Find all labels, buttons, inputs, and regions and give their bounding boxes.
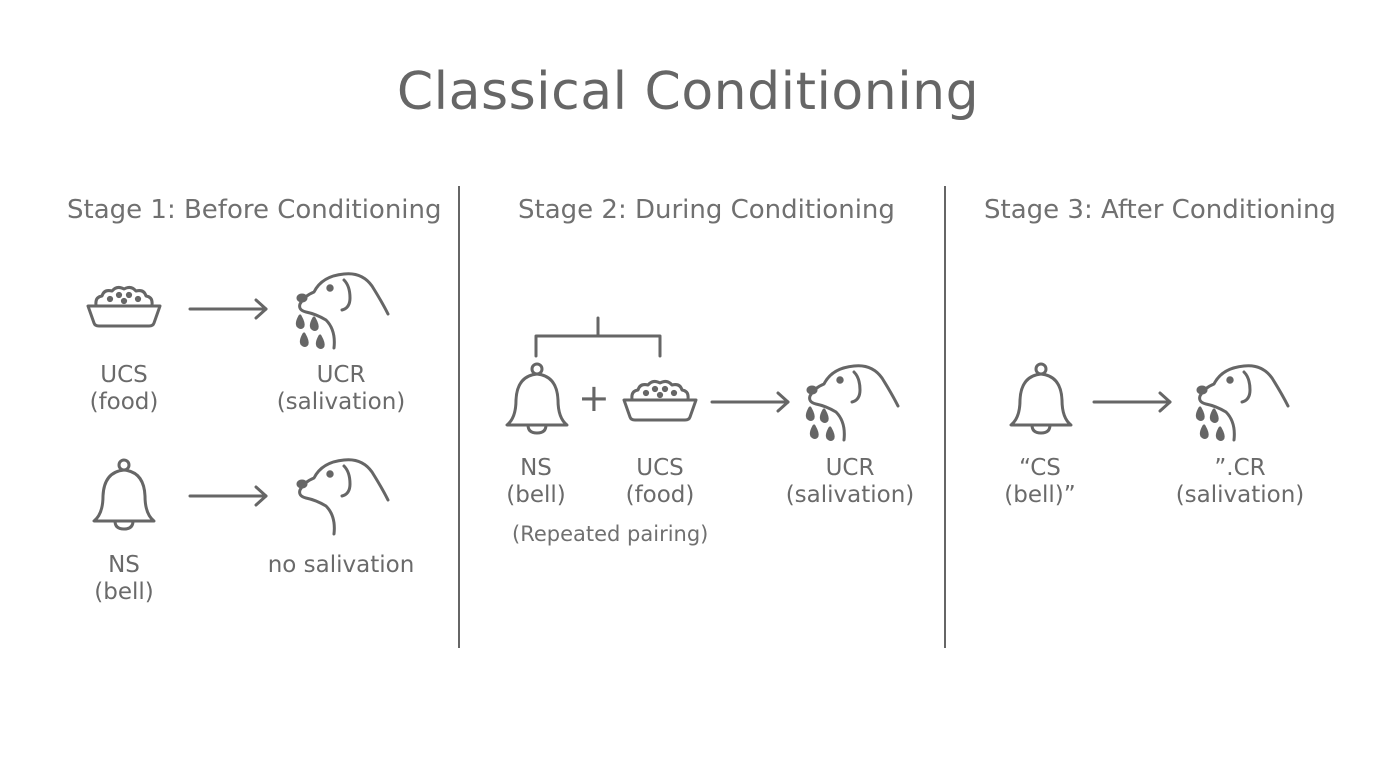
ucr-text: UCR xyxy=(825,455,875,481)
bell-icon xyxy=(1006,362,1076,442)
ns-text: NS xyxy=(108,552,140,578)
pairing-bracket xyxy=(534,316,662,358)
ucr-text: UCR xyxy=(316,362,366,388)
drool-drops-icon xyxy=(1192,404,1232,444)
ucs-text: UCS xyxy=(100,362,148,388)
drool-drops-icon xyxy=(802,404,842,444)
divider-2 xyxy=(944,186,946,648)
arrow-right-icon xyxy=(188,485,268,507)
ucs-label: UCS (food) xyxy=(600,455,720,509)
ns-label: NS (bell) xyxy=(64,552,184,606)
ns-detail: (bell) xyxy=(506,482,566,508)
ns-detail: (bell) xyxy=(94,579,154,605)
ucr-detail: (salivation) xyxy=(785,482,915,508)
page-title: Classical Conditioning xyxy=(396,62,980,122)
arrow-right-icon xyxy=(188,298,268,320)
ucs-detail: (food) xyxy=(625,482,695,508)
dog-head-icon xyxy=(292,450,392,540)
cs-text: “CS xyxy=(1019,455,1061,481)
cs-label: “CS (bell)” xyxy=(980,455,1100,509)
bell-icon xyxy=(502,362,572,442)
ns-text: NS xyxy=(520,455,552,481)
food-bowl-icon xyxy=(84,280,164,330)
cr-label: ”.CR (salivation) xyxy=(1170,455,1310,509)
ucr-label: UCR (salivation) xyxy=(780,455,920,509)
repeated-pairing-note: (Repeated pairing) xyxy=(512,522,709,546)
ucs-text: UCS xyxy=(636,455,684,481)
ucs-detail: (food) xyxy=(89,389,159,415)
bell-icon xyxy=(89,458,159,538)
stage-3-title: Stage 3: After Conditioning xyxy=(984,195,1336,225)
cr-detail: (salivation) xyxy=(1175,482,1305,508)
no-salivation-label: no salivation xyxy=(267,552,415,578)
arrow-right-icon xyxy=(710,391,790,413)
stage-2-title: Stage 2: During Conditioning xyxy=(518,195,895,225)
stage-1-title: Stage 1: Before Conditioning xyxy=(67,195,442,225)
drool-drops-icon xyxy=(292,312,332,352)
divider-1 xyxy=(458,186,460,648)
food-bowl-icon xyxy=(620,374,700,424)
ucr-label: UCR (salivation) xyxy=(271,362,411,416)
cr-text: ”.CR xyxy=(1214,455,1266,481)
ucs-label: UCS (food) xyxy=(64,362,184,416)
plus-sign: + xyxy=(578,376,610,420)
ucr-detail: (salivation) xyxy=(276,389,406,415)
cs-detail: (bell)” xyxy=(1004,482,1076,508)
arrow-right-icon xyxy=(1092,391,1172,413)
ns-label: NS (bell) xyxy=(476,455,596,509)
